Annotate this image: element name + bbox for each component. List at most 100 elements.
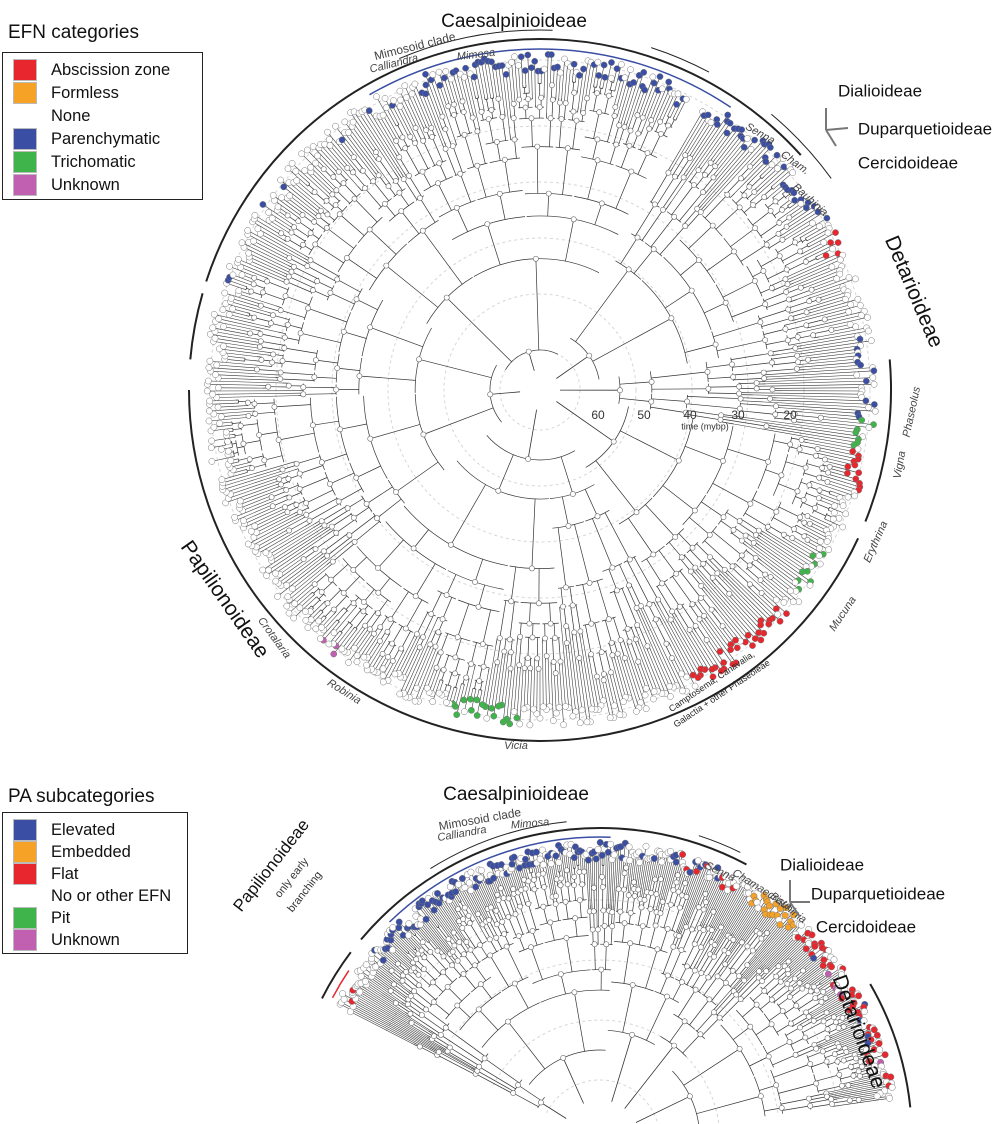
- branch: [762, 976, 777, 990]
- internal-node: [700, 560, 707, 567]
- internal-node: [538, 94, 544, 101]
- internal-node: [562, 100, 569, 106]
- branch: [672, 155, 686, 176]
- tip-node: [836, 256, 844, 264]
- branch: [348, 132, 377, 171]
- branch: [568, 630, 581, 723]
- branch: [530, 947, 543, 980]
- branch: [592, 317, 672, 362]
- tip-node: [218, 413, 225, 421]
- branch: [216, 395, 299, 398]
- internal-node: [375, 589, 382, 596]
- internal-node: [737, 395, 744, 402]
- tip-node: [673, 101, 680, 108]
- branch: [790, 954, 812, 974]
- branch: [587, 160, 598, 200]
- branch: [730, 227, 756, 247]
- tip-node: [868, 337, 875, 345]
- branch: [641, 209, 664, 241]
- internal-node: [750, 201, 756, 208]
- tip-node: [839, 523, 847, 531]
- tip-node: [435, 68, 443, 76]
- tip-node: [849, 448, 857, 455]
- internal-node: [479, 641, 486, 647]
- branch: [584, 489, 598, 517]
- branch: [575, 269, 629, 342]
- internal-node: [320, 548, 327, 555]
- internal-node: [496, 190, 503, 197]
- branch: [802, 411, 860, 417]
- branch: [712, 562, 770, 621]
- branch: [674, 618, 706, 670]
- branch: [611, 854, 615, 906]
- branch: [609, 859, 613, 904]
- branch: [723, 630, 738, 648]
- internal-node: [798, 437, 805, 443]
- branch: [617, 69, 631, 115]
- time-ring: [439, 959, 779, 1115]
- branch: [291, 271, 317, 284]
- branch: [607, 115, 615, 142]
- internal-node: [626, 638, 633, 645]
- clade-arc: [651, 47, 710, 73]
- branch: [457, 603, 470, 638]
- branch: [558, 637, 561, 662]
- branch: [351, 126, 376, 159]
- branch: [806, 1028, 828, 1041]
- branch: [706, 950, 725, 977]
- branch: [453, 114, 462, 137]
- branch: [474, 559, 484, 583]
- branch: [485, 644, 497, 707]
- branch: [447, 672, 453, 686]
- tip-node: [396, 690, 404, 698]
- branch: [363, 630, 382, 658]
- internal-node: [475, 603, 482, 610]
- branch: [356, 465, 381, 479]
- tip-node: [408, 90, 416, 98]
- branch: [585, 62, 592, 96]
- tip-node: [473, 696, 481, 704]
- tip-node: [324, 128, 331, 136]
- branch: [349, 515, 376, 536]
- branch: [465, 68, 480, 127]
- internal-node: [282, 504, 288, 510]
- tip-node: [842, 296, 849, 303]
- branch: [216, 364, 254, 369]
- branch: [566, 937, 573, 972]
- branch: [299, 465, 324, 474]
- branch: [397, 121, 400, 125]
- internal-node: [815, 296, 822, 303]
- internal-node: [423, 127, 429, 134]
- internal-node: [286, 527, 292, 534]
- clade-arc: [369, 48, 732, 108]
- branch: [425, 93, 445, 143]
- internal-node: [564, 145, 571, 152]
- branch: [459, 173, 472, 203]
- branch: [638, 624, 648, 647]
- branch: [642, 83, 655, 115]
- internal-node: [804, 513, 811, 519]
- internal-node: [522, 104, 529, 111]
- branch: [701, 149, 752, 206]
- branch: [727, 574, 773, 619]
- branch: [373, 967, 394, 983]
- branch: [315, 244, 344, 264]
- internal-node: [772, 198, 779, 205]
- tip-node: [284, 165, 292, 173]
- branch: [406, 97, 425, 136]
- branch: [682, 929, 693, 951]
- branch: [664, 201, 672, 212]
- tip-node: [600, 61, 608, 69]
- branch: [747, 543, 799, 581]
- branch: [714, 990, 734, 1013]
- branch: [639, 846, 647, 888]
- branch: [405, 951, 409, 954]
- tip-node: [272, 577, 280, 585]
- branch: [692, 631, 716, 668]
- branch: [802, 524, 805, 527]
- branch: [723, 881, 749, 925]
- branch: [822, 289, 844, 298]
- branch: [425, 74, 440, 114]
- branch: [569, 586, 574, 606]
